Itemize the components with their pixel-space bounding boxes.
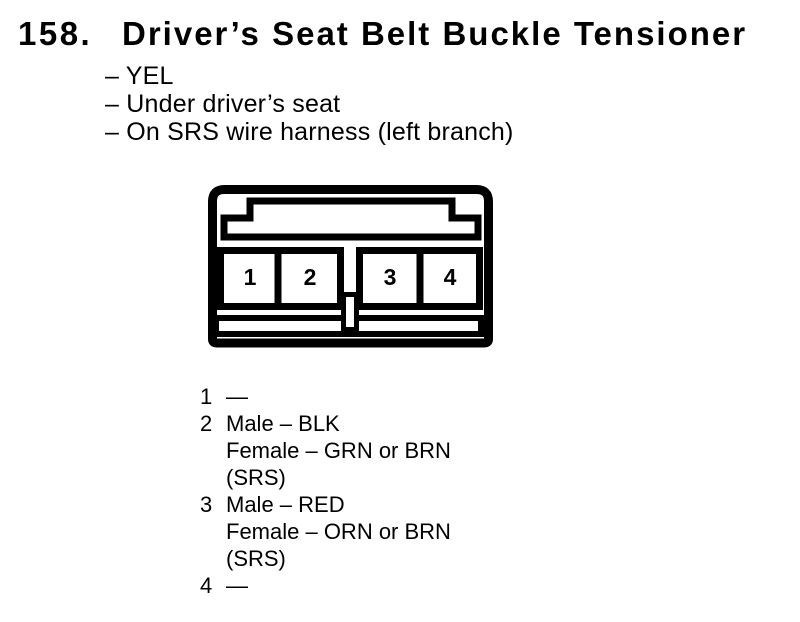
- note-line-harness: – On SRS wire harness (left branch): [105, 118, 514, 146]
- connector-diagram: 1 2 3 4: [208, 185, 493, 348]
- pin-row-description: —: [226, 383, 248, 410]
- page-title: Driver’s Seat Belt Buckle Tensioner: [122, 15, 748, 52]
- section-number: 158.: [18, 15, 93, 52]
- pin-row-2: 2 Male – BLK Female – GRN or BRN (SRS): [200, 410, 451, 491]
- pin-number-1: 1: [244, 264, 257, 290]
- connector-key-tab: [220, 197, 482, 241]
- pin-row-description: —: [226, 572, 248, 599]
- pin-row-number: 1: [200, 384, 213, 409]
- pin-row-number: 3: [200, 492, 213, 517]
- pin-row-description: Male – BLK Female – GRN or BRN (SRS): [226, 410, 451, 491]
- pin-number-4: 4: [444, 264, 457, 290]
- pin-description-line: (SRS): [226, 465, 286, 490]
- pin-row-number: 2: [200, 411, 213, 436]
- pin-description-line: —: [226, 384, 248, 409]
- pin-description-line: —: [226, 573, 248, 598]
- pin-row-description: Male – RED Female – ORN or BRN (SRS): [226, 491, 451, 572]
- note-line-color: – YEL: [105, 62, 174, 90]
- pin-description-line: Male – RED: [226, 492, 345, 517]
- pin-row-4: 4 —: [200, 572, 451, 599]
- pin-description-line: Female – GRN or BRN: [226, 438, 451, 463]
- pin-row-1: 1 —: [200, 383, 451, 410]
- pin-description-line: Male – BLK: [226, 411, 340, 436]
- pin-number-2: 2: [304, 264, 317, 290]
- pin-list: 1 — 2 Male – BLK Female – GRN or BRN (SR…: [200, 383, 451, 599]
- pin-row-number: 4: [200, 573, 213, 598]
- pin-description-line: (SRS): [226, 546, 286, 571]
- notes-block: – YEL – Under driver’s seat – On SRS wir…: [105, 62, 514, 146]
- pin-number-3: 3: [384, 264, 397, 290]
- connector-center-notch: [341, 292, 359, 332]
- note-line-location: – Under driver’s seat: [105, 90, 341, 118]
- pin-row-3: 3 Male – RED Female – ORN or BRN (SRS): [200, 491, 451, 572]
- pin-description-line: Female – ORN or BRN: [226, 519, 451, 544]
